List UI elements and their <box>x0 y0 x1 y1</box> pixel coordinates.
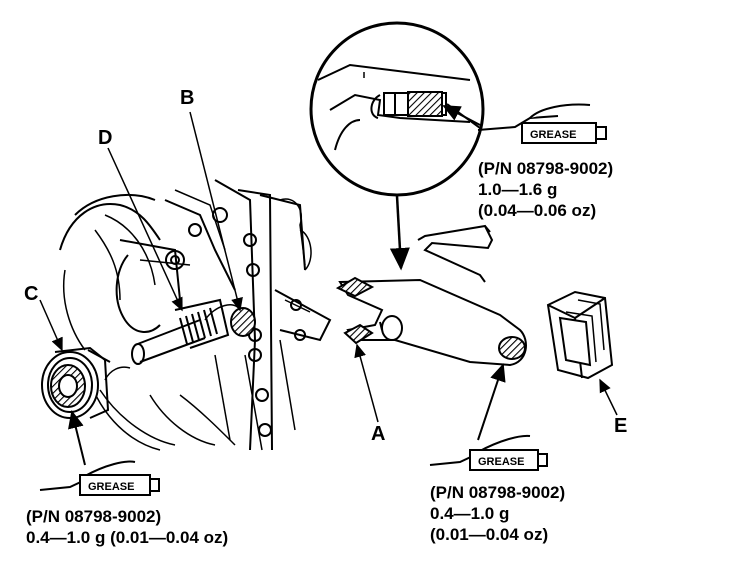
spec-amount-ounces: (0.04—0.06 oz) <box>478 201 597 220</box>
grease-tube-label-bottom-left: GREASE <box>88 481 134 493</box>
callout-a: A <box>371 423 386 445</box>
grease-arrow-bottom-left <box>68 410 86 466</box>
spec-amount-grams: 0.4—1.0 g <box>430 504 510 523</box>
grease-spec-top-right: (P/N 08798-9002) 1.0—1.6 g (0.04—0.06 oz… <box>478 158 613 221</box>
inset-to-fork-arrow <box>389 195 410 271</box>
grease-arrow-bottom-right <box>477 363 506 441</box>
leader-line-d <box>107 147 183 312</box>
grease-tube-icon: GREASE <box>446 103 607 144</box>
callout-e: E <box>614 415 628 437</box>
spec-amount: 0.4—1.0 g (0.01—0.04 oz) <box>26 528 229 547</box>
boot <box>546 290 614 380</box>
spec-part-number: (P/N 08798-9002) <box>430 483 566 502</box>
grease-tube-label-bottom-right: GREASE <box>478 456 524 468</box>
grease-arrow-top <box>442 105 481 126</box>
spec-part-number: (P/N 08798-9002) <box>478 159 614 178</box>
leader-line-e <box>599 378 618 416</box>
leader-line-c <box>39 299 63 352</box>
grease-spec-bottom-left: (P/N 08798-9002) 0.4—1.0 g (0.01—0.04 oz… <box>26 506 228 548</box>
spec-amount-grams: 1.0—1.6 g <box>478 180 558 199</box>
leader-line-b <box>189 111 243 312</box>
detail-inset <box>309 21 485 197</box>
callout-d: D <box>98 127 113 149</box>
spring-clip <box>417 224 494 283</box>
spec-part-number: (P/N 08798-9002) <box>26 507 162 526</box>
grease-spec-bottom-right: (P/N 08798-9002) 0.4—1.0 g (0.01—0.04 oz… <box>430 482 565 545</box>
callout-c: C <box>24 283 39 305</box>
callout-b: B <box>180 87 195 109</box>
grease-tube-icon: GREASE <box>429 434 548 471</box>
grease-tube-icon: GREASE <box>39 460 160 496</box>
leader-line-a <box>354 343 379 423</box>
release-bearing <box>41 346 111 419</box>
release-fork <box>335 276 527 367</box>
spec-amount-ounces: (0.01—0.04 oz) <box>430 525 549 544</box>
transmission-housing <box>59 179 332 451</box>
grease-tube-label-top: GREASE <box>530 129 576 141</box>
